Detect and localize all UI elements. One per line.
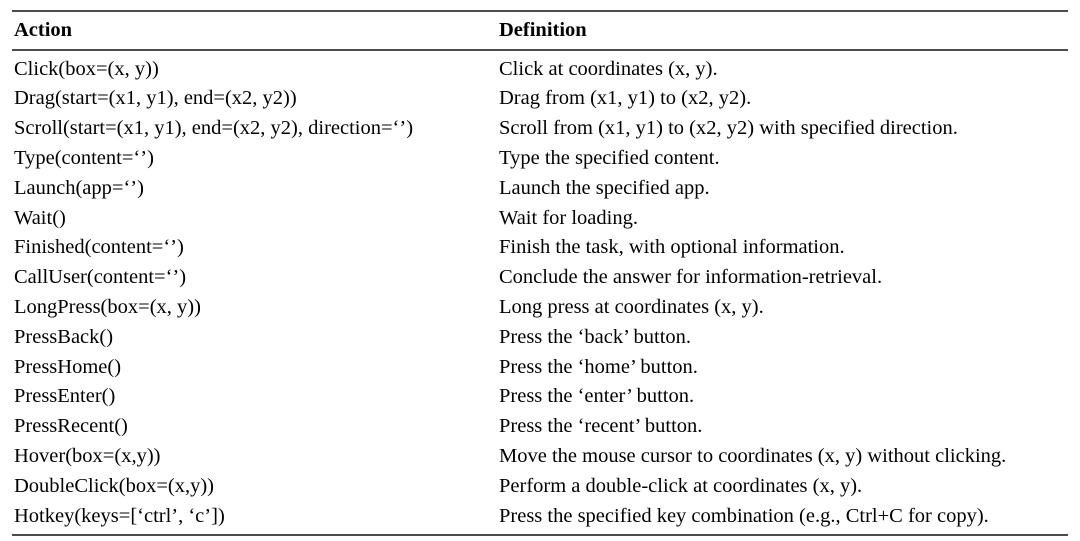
cell-definition: Move the mouse cursor to coordinates (x,… (499, 445, 1007, 467)
cell-definition: Scroll from (x1, y1) to (x2, y2) with sp… (499, 117, 958, 140)
cell-definition: Press the specified key combination (e.g… (497, 500, 1068, 536)
table-row: Finished(content=‘’) Finish the task, wit… (12, 233, 1068, 263)
cell-definition: Finish the task, with optional informati… (499, 236, 845, 259)
cell-definition: Type the specified content. (499, 147, 720, 170)
cell-action: Hover(box=(x,y)) (14, 445, 161, 467)
table-row: Launch(app=‘’) Launch the specified app. (12, 173, 1068, 203)
cell-action: PressRecent() (14, 415, 128, 438)
cell-action: CallUser(content=‘’) (14, 266, 187, 289)
cell-action: PressBack() (14, 325, 114, 348)
table-row: PressHome() Press the ‘home’ button. (12, 352, 1068, 382)
cell-definition: Drag from (x1, y1) to (x2, y2). (499, 87, 752, 110)
cell-action: DoubleClick(box=(x,y)) (14, 474, 215, 497)
cell-action: Hotkey(keys=[‘ctrl’, ‘c’]) (12, 500, 497, 536)
action-space-table: Action Definition Click(box=(x, y))Click… (12, 10, 1068, 536)
table-row: PressBack() Press the ‘back’ button. (12, 322, 1068, 352)
table-row: LongPress(box=(x, y)) Long press at coord… (12, 292, 1068, 322)
table-row: Click(box=(x, y)) Click at coordinates (x… (12, 50, 1068, 84)
cell-definition: Wait for loading. (499, 206, 638, 229)
column-header-action: Action (12, 10, 497, 51)
cell-action: Type(content=‘’) (14, 147, 154, 170)
cell-definition: Perform a double-click at coordinates (x… (499, 474, 863, 497)
cell-definition: Press the ‘back’ button. (499, 325, 692, 348)
table-row: Type(content=‘’) Type the specified conte… (12, 143, 1068, 173)
column-header-definition: Definition (497, 10, 1068, 51)
cell-definition: Press the ‘recent’ button. (499, 415, 703, 438)
table-header-row: Action Definition (12, 10, 1068, 51)
cell-definition: Launch the specified app. (499, 176, 710, 199)
action-space-table-container: Action Definition Click(box=(x, y))Click… (12, 10, 1068, 536)
table-row: Wait() Wait for loading. (12, 203, 1068, 233)
table-row: Hover(box=(x,y)) Move the mouse cursor to… (12, 441, 1068, 471)
cell-definition: Press the ‘home’ button. (499, 355, 698, 378)
table-row: Scroll(start=(x1, y1), end=(x2, y2), dir… (12, 114, 1068, 144)
table-row: DoubleClick(box=(x,y)) Perform a double-c… (12, 471, 1068, 501)
cell-action: Scroll(start=(x1, y1), end=(x2, y2), dir… (14, 117, 414, 140)
table-row: PressEnter() Press the ‘enter’ button. (12, 382, 1068, 412)
table-header: Action Definition (12, 10, 1068, 51)
table-body: Click(box=(x, y)) Click at coordinates (x… (12, 50, 1068, 536)
table-row: Drag(start=(x1, y1), end=(x2, y2)) Drag f… (12, 84, 1068, 114)
cell-action: Wait() (14, 206, 66, 229)
cell-action: LongPress(box=(x, y)) (14, 296, 201, 319)
cell-action: PressEnter() (14, 385, 116, 408)
table-row: PressRecent() Press the ‘recent’ button. (12, 412, 1068, 442)
cell-action: Drag(start=(x1, y1), end=(x2, y2)) (14, 87, 297, 110)
cell-action: Launch(app=‘’) (14, 176, 144, 199)
table-row: Hotkey(keys=[‘ctrl’, ‘c’])Press the spec… (12, 500, 1068, 536)
cell-action: Finished(content=‘’) (14, 236, 184, 259)
cell-definition: Click at coordinates (x, y). (499, 57, 718, 80)
cell-action: PressHome() (14, 355, 122, 378)
table-row: CallUser(content=‘’) Conclude the answer … (12, 263, 1068, 293)
cell-definition: Press the ‘enter’ button. (499, 385, 695, 408)
cell-definition: Long press at coordinates (x, y). (499, 296, 764, 319)
cell-definition: Conclude the answer for information-retr… (499, 266, 883, 289)
cell-action: Click(box=(x, y)) (14, 57, 159, 80)
